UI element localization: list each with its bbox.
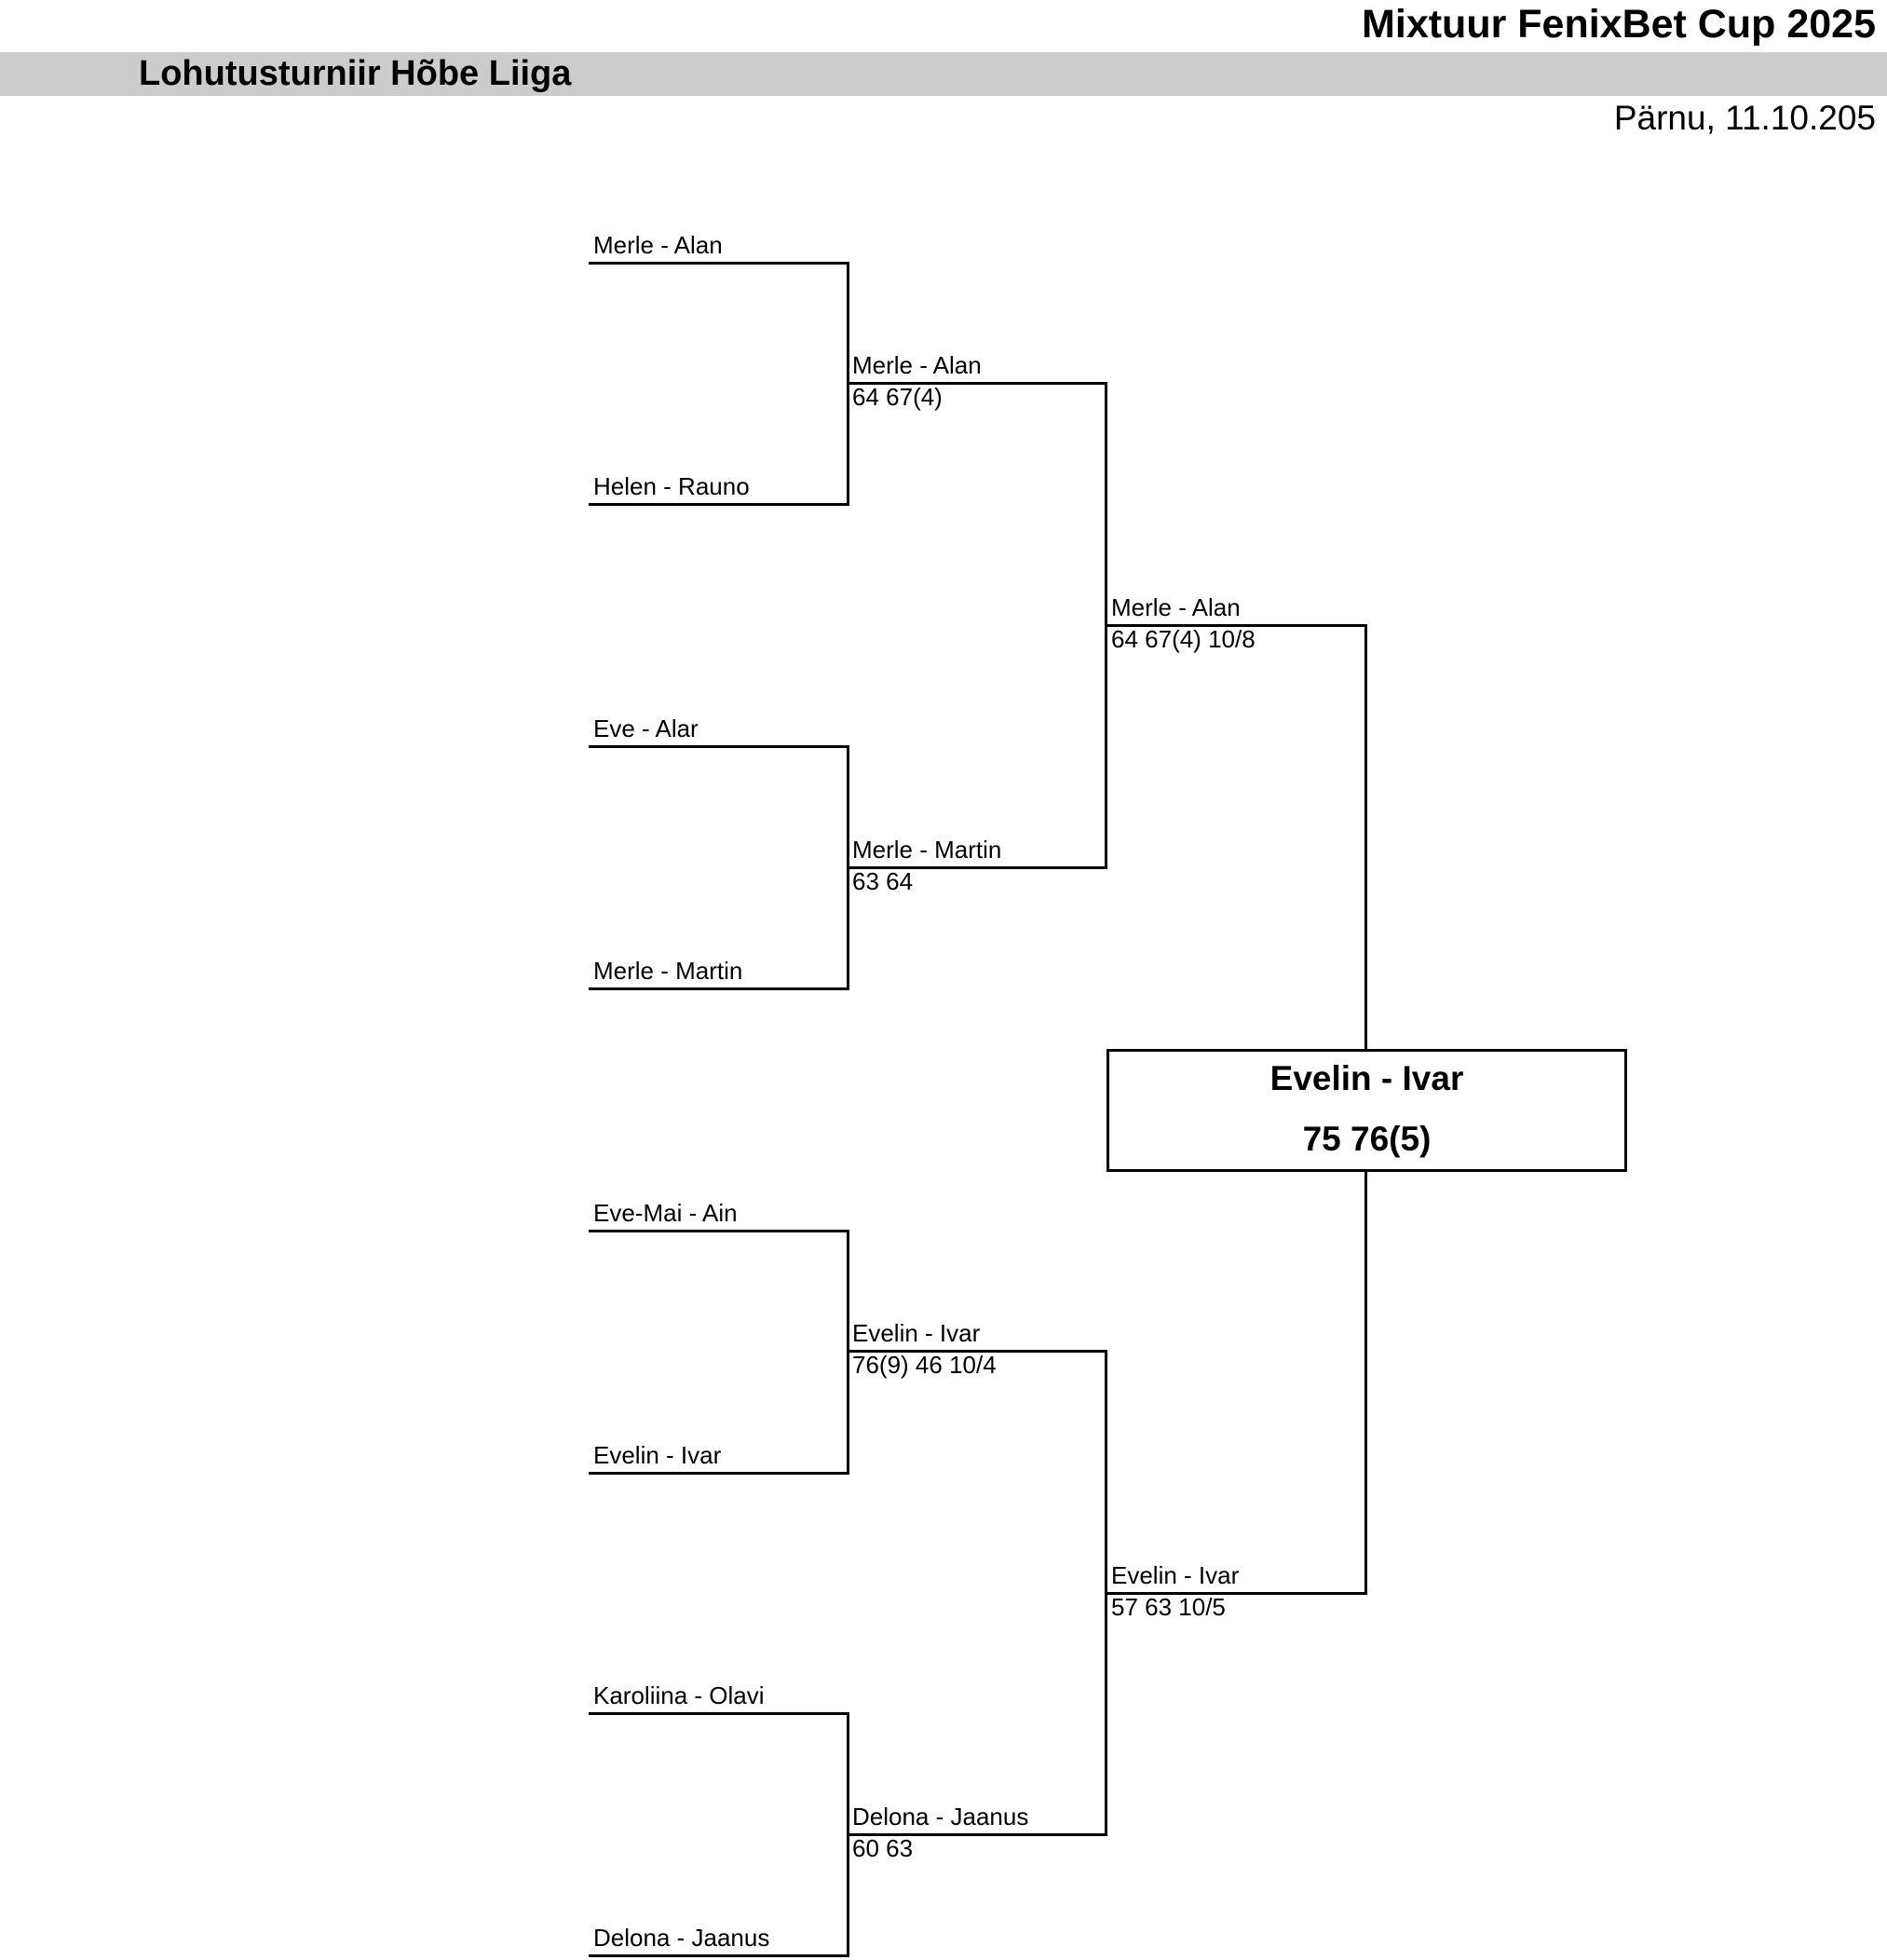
round2-line: [848, 1833, 1106, 1836]
round2-team: Evelin - Ivar: [852, 1319, 981, 1347]
round2-line: [848, 382, 1106, 385]
round3-line: [1106, 1592, 1366, 1595]
round2-team: Merle - Martin: [852, 836, 1002, 864]
round1-team: Merle - Martin: [593, 957, 743, 985]
round1-team: Merle - Alan: [593, 231, 723, 259]
final-connector-bottom: [1364, 1169, 1367, 1595]
round3-line: [1106, 624, 1366, 627]
round1-team: Karoliina - Olavi: [593, 1681, 765, 1709]
round3-score: 64 67(4) 10/8: [1111, 625, 1256, 653]
round1-team: Helen - Rauno: [593, 472, 750, 500]
round3-team: Evelin - Ivar: [1111, 1561, 1240, 1589]
round1-line: [589, 503, 848, 506]
final-connector-top: [1364, 624, 1367, 1050]
round1-line: [589, 1230, 848, 1232]
location-date: Pärnu, 11.10.205: [1613, 99, 1876, 137]
final-winner-box: Evelin - Ivar 75 76(5): [1106, 1049, 1627, 1172]
round2-team: Merle - Alan: [852, 351, 982, 379]
round1-team: Eve - Alar: [593, 715, 699, 742]
round1-line: [589, 1712, 848, 1715]
round1-line: [589, 1954, 848, 1957]
subtitle-bar: [0, 52, 1887, 96]
final-team: Evelin - Ivar: [1269, 1059, 1464, 1097]
round2-team: Delona - Jaanus: [852, 1803, 1029, 1831]
round1-team: Delona - Jaanus: [593, 1924, 770, 1952]
round2-score: 76(9) 46 10/4: [852, 1351, 997, 1379]
round1-line: [589, 262, 848, 265]
round1-team: Eve-Mai - Ain: [593, 1199, 738, 1227]
round2-line: [848, 866, 1106, 869]
round1-line: [589, 987, 848, 990]
round3-team: Merle - Alan: [1111, 593, 1241, 621]
round2-score: 64 67(4): [852, 383, 943, 411]
round3-score: 57 63 10/5: [1111, 1593, 1226, 1621]
tournament-title: Mixtuur FenixBet Cup 2025: [1362, 2, 1876, 47]
round2-line: [848, 1350, 1106, 1353]
round1-team: Evelin - Ivar: [593, 1441, 722, 1469]
round1-line: [589, 1472, 848, 1475]
final-score: 75 76(5): [1302, 1120, 1432, 1158]
round2-score: 63 64: [852, 867, 914, 895]
event-subtitle: Lohutusturniir Hõbe Liiga: [139, 54, 572, 93]
round1-line: [589, 745, 848, 748]
round2-score: 60 63: [852, 1834, 914, 1862]
